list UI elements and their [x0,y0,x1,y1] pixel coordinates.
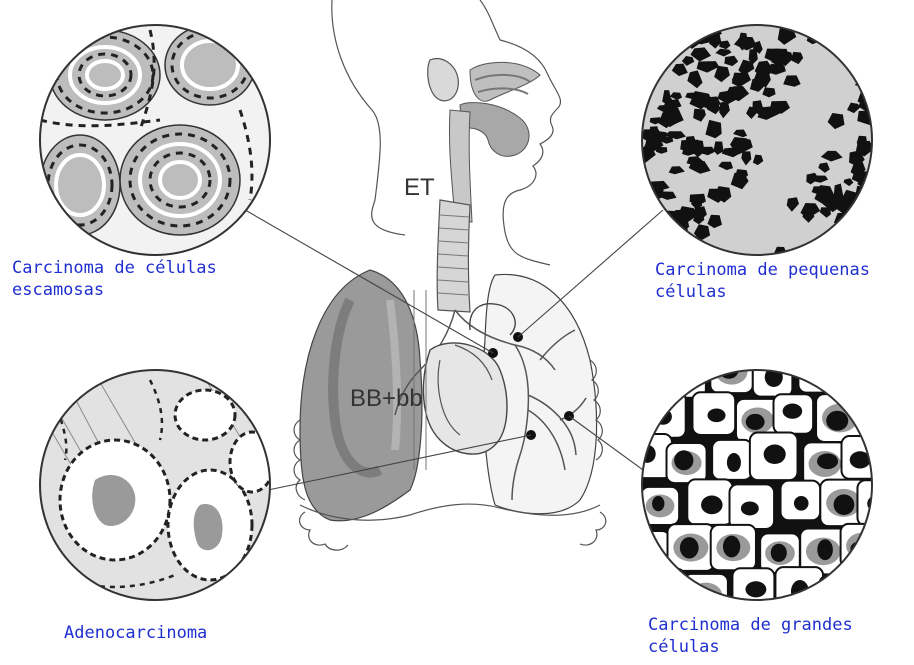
large-cell [816,394,864,442]
small-cell-nucleus [660,234,677,248]
large-cell [860,389,908,437]
small-cell-nucleus [850,228,867,241]
small-cell-nucleus [820,246,839,253]
small-cell-nucleus [640,231,650,246]
micrograph-adenocarcinoma [30,360,290,620]
large-cell [798,344,847,393]
large-cell [781,481,821,521]
large-cell [753,357,793,397]
small-cell-nucleus [852,243,873,259]
large-cell [640,392,686,438]
large-cell [774,394,814,434]
small-cell-nucleus [660,229,681,240]
small-cell-nucleus [653,221,663,232]
large-cell [750,432,798,480]
small-cell-nucleus [866,235,879,244]
caption-squamous-cell-carcinoma: Carcinoma de células escamosas [12,257,217,301]
large-cell [868,573,907,612]
large-cell [687,479,732,524]
large-cell [843,347,892,396]
large-cell [711,525,756,570]
nasal-cavity [428,59,540,102]
small-cell-nucleus [867,174,885,189]
large-cell [647,569,685,607]
small-cell-nucleus [873,73,887,84]
region-label-bb: BB+bb [350,385,423,412]
small-cell-nucleus [647,233,659,241]
small-cell-nucleus [698,246,710,255]
large-cell [857,480,902,525]
large-cell [710,351,753,394]
small-cell-nucleus [854,197,875,207]
small-cell-nucleus [670,229,685,239]
large-cell [712,440,752,480]
small-cell-nucleus [700,25,714,34]
small-cell-nucleus [700,249,720,257]
caption-small-cell-carcinoma: Carcinoma de pequenas células [655,259,870,303]
trachea [437,200,470,312]
small-cell-nucleus [864,187,877,200]
small-cell-nucleus [864,42,878,60]
region-label-et: ET [404,174,435,201]
large-cell [692,392,735,435]
micrograph-small-cell [631,15,892,275]
large-cell [820,576,861,617]
micrograph-large-cell [620,344,908,620]
micrograph-squamous-cell [30,15,290,275]
small-cell-nucleus [866,100,886,111]
large-cell [620,353,664,397]
small-cell-nucleus [631,242,648,256]
caption-large-cell-carcinoma: Carcinoma de grandes células [648,614,853,658]
large-cell [730,484,775,529]
caption-adenocarcinoma: Adenocarcinoma [64,622,207,644]
small-cell-nucleus [812,242,821,257]
large-cell [667,443,707,483]
small-cell-nucleus [825,243,838,254]
large-cell [732,568,774,610]
large-cell [684,574,728,618]
small-cell-nucleus [668,239,684,249]
small-cell-nucleus [853,60,871,75]
